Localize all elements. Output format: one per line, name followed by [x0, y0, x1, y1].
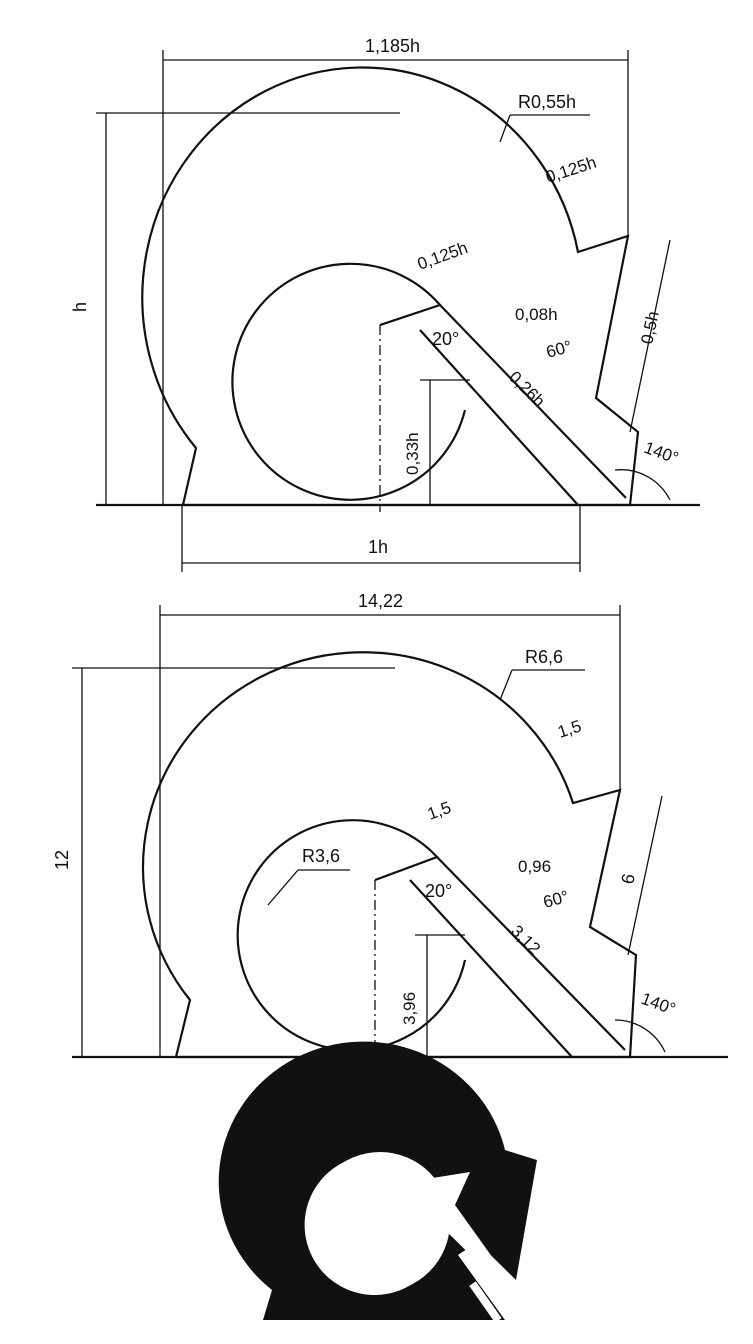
label-angle-60-1: 60° — [544, 337, 574, 362]
label-gap-2: 0,96 — [518, 857, 551, 876]
arc-140-1 — [614, 469, 671, 501]
arm-2 — [409, 856, 626, 1058]
dim-half-height-line-1 — [629, 239, 671, 433]
label-half-height-1: 0,5h — [637, 310, 662, 346]
label-slot-length-2: 3,12 — [507, 921, 544, 958]
inner-contour-2 — [236, 819, 467, 1052]
label-notch-width-1: 0,125h — [415, 238, 470, 274]
symbol-hole — [310, 1152, 450, 1292]
symbol-base-gap — [469, 1281, 502, 1323]
outer-contour-2 — [141, 651, 638, 1059]
leader-inner-radius-2 — [267, 869, 299, 906]
arc-140-2 — [614, 1019, 666, 1053]
filled-symbol-shape — [218, 1041, 538, 1320]
leader-radius-2 — [499, 669, 513, 701]
label-mouth-width-2: 1,5 — [555, 716, 583, 741]
label-height-1: h — [70, 302, 90, 312]
label-base-width-1: 1h — [368, 537, 388, 557]
arm-1 — [419, 304, 627, 506]
label-angle-140-2: 140° — [639, 989, 679, 1019]
inner-contour-1 — [231, 262, 467, 501]
label-outer-radius-2: R6,6 — [525, 647, 563, 667]
drawing-1: 1,185h R0,55h 0,125h h 0,125h 20° 0,08h … — [70, 36, 700, 572]
label-notch-width-2: 1,5 — [425, 798, 454, 824]
label-mouth-width-1: 0,125h — [543, 153, 598, 187]
symbol-notch — [420, 1172, 505, 1282]
label-gap-1: 0,08h — [515, 305, 558, 324]
label-angle-140-1: 140° — [642, 438, 682, 468]
drawing-2: 14,22 R6,6 1,5 12 1,5 R3,6 20° 0,96 60° … — [52, 591, 728, 1065]
label-angle-60-2: 60° — [541, 887, 571, 912]
label-outer-radius-1: R0,55h — [518, 92, 576, 112]
label-slot-length-1: 0,26h — [505, 367, 549, 411]
label-inner-radius-2: R3,6 — [302, 846, 340, 866]
leader-radius-1 — [499, 114, 511, 143]
label-height-2: 12 — [52, 850, 72, 870]
label-center-height-2: 3,96 — [400, 992, 419, 1025]
label-six-2: 6 — [617, 872, 639, 886]
label-overall-width-1: 1,185h — [365, 36, 420, 56]
label-overall-width-2: 14,22 — [358, 591, 403, 611]
outer-contour-1 — [141, 66, 640, 507]
label-angle-20-1: 20° — [432, 329, 459, 349]
filled-symbol — [218, 1041, 538, 1323]
label-angle-20-2: 20° — [425, 881, 452, 901]
dim-six-line-2 — [627, 795, 663, 956]
label-center-height-1: 0,33h — [403, 432, 422, 475]
